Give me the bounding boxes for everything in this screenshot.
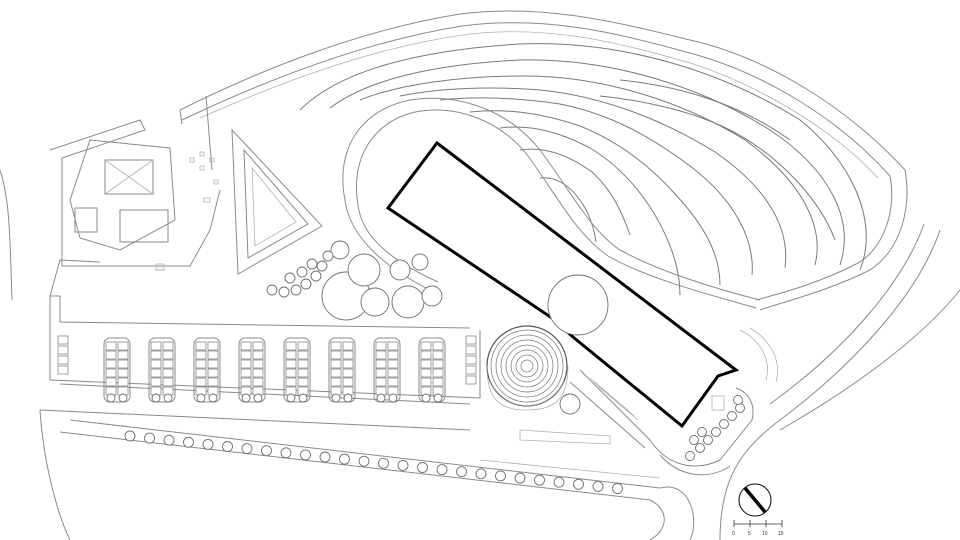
circular-pavilion <box>547 274 609 336</box>
scale-label-5: 5 <box>748 531 751 537</box>
street-trees <box>124 430 623 494</box>
street-tree <box>534 474 545 486</box>
parking-island <box>418 337 446 403</box>
street-tree <box>222 441 233 452</box>
street-tree <box>163 434 175 446</box>
triangle-planter <box>231 128 323 275</box>
tree <box>322 250 334 262</box>
street-tree <box>319 451 331 463</box>
scale-label-0: 0 <box>732 531 735 537</box>
hill-ring-road <box>179 10 908 311</box>
parking-island <box>103 337 131 403</box>
parking-island <box>373 337 401 403</box>
street-tree <box>280 447 292 459</box>
plaza-tree <box>733 395 743 405</box>
circular-tower <box>486 325 569 411</box>
street <box>59 419 695 540</box>
plaza-tree <box>727 411 737 421</box>
plaza-tree <box>703 435 713 445</box>
street-tree <box>612 483 623 494</box>
plaza-tree <box>697 427 707 437</box>
parking-island <box>148 337 176 403</box>
parking-islands <box>103 337 446 403</box>
scale-label-15: 15 <box>778 531 784 537</box>
plaza-tree <box>735 403 745 413</box>
tree <box>316 260 328 272</box>
street-tree <box>241 443 253 455</box>
street-tree <box>436 464 448 476</box>
left-parking-stalls <box>57 335 477 385</box>
street-tree <box>592 480 604 492</box>
street-tree <box>475 468 487 480</box>
scale-label-10: 10 <box>762 531 768 537</box>
tree <box>284 272 296 284</box>
street-tree <box>300 449 311 461</box>
tree <box>310 270 322 282</box>
main-building <box>385 140 740 429</box>
street-tree <box>553 476 565 488</box>
contour-lines <box>299 43 867 296</box>
plaza-trees <box>685 395 745 461</box>
parking-island <box>238 337 266 403</box>
tree <box>290 284 302 296</box>
street-tree <box>202 438 214 450</box>
plaza-tree <box>689 435 699 445</box>
loop-path <box>342 97 761 309</box>
street-tree <box>378 457 389 469</box>
plaza-tree <box>685 451 695 461</box>
parking-island <box>193 337 221 403</box>
entrance-plaza <box>519 369 754 476</box>
plaza-tree <box>719 419 729 429</box>
parking-island <box>283 337 311 403</box>
street-tree <box>183 436 194 448</box>
tree <box>296 266 308 278</box>
parking-lot <box>39 259 481 540</box>
north-arrow <box>738 483 772 517</box>
street-tree <box>261 445 272 457</box>
street-tree <box>514 472 526 484</box>
street-tree <box>397 459 409 471</box>
street-tree <box>144 432 155 444</box>
street-tree <box>456 466 467 478</box>
tree <box>278 286 290 298</box>
street-tree <box>573 478 584 490</box>
street-tree <box>417 462 428 473</box>
plaza-tree <box>711 427 721 437</box>
scale-bar: 0 5 10 15 <box>732 520 784 537</box>
tree <box>306 258 318 270</box>
right-roads <box>0 169 960 540</box>
small-markers <box>189 151 219 203</box>
service-area <box>49 119 221 271</box>
tree <box>266 284 278 296</box>
trees <box>266 240 581 415</box>
plaza-tree <box>695 443 705 453</box>
street-tree <box>124 430 136 442</box>
tree <box>300 278 312 290</box>
parking-island <box>328 337 356 403</box>
street-tree <box>339 453 350 465</box>
street-tree <box>495 470 506 482</box>
street-tree <box>358 455 370 467</box>
